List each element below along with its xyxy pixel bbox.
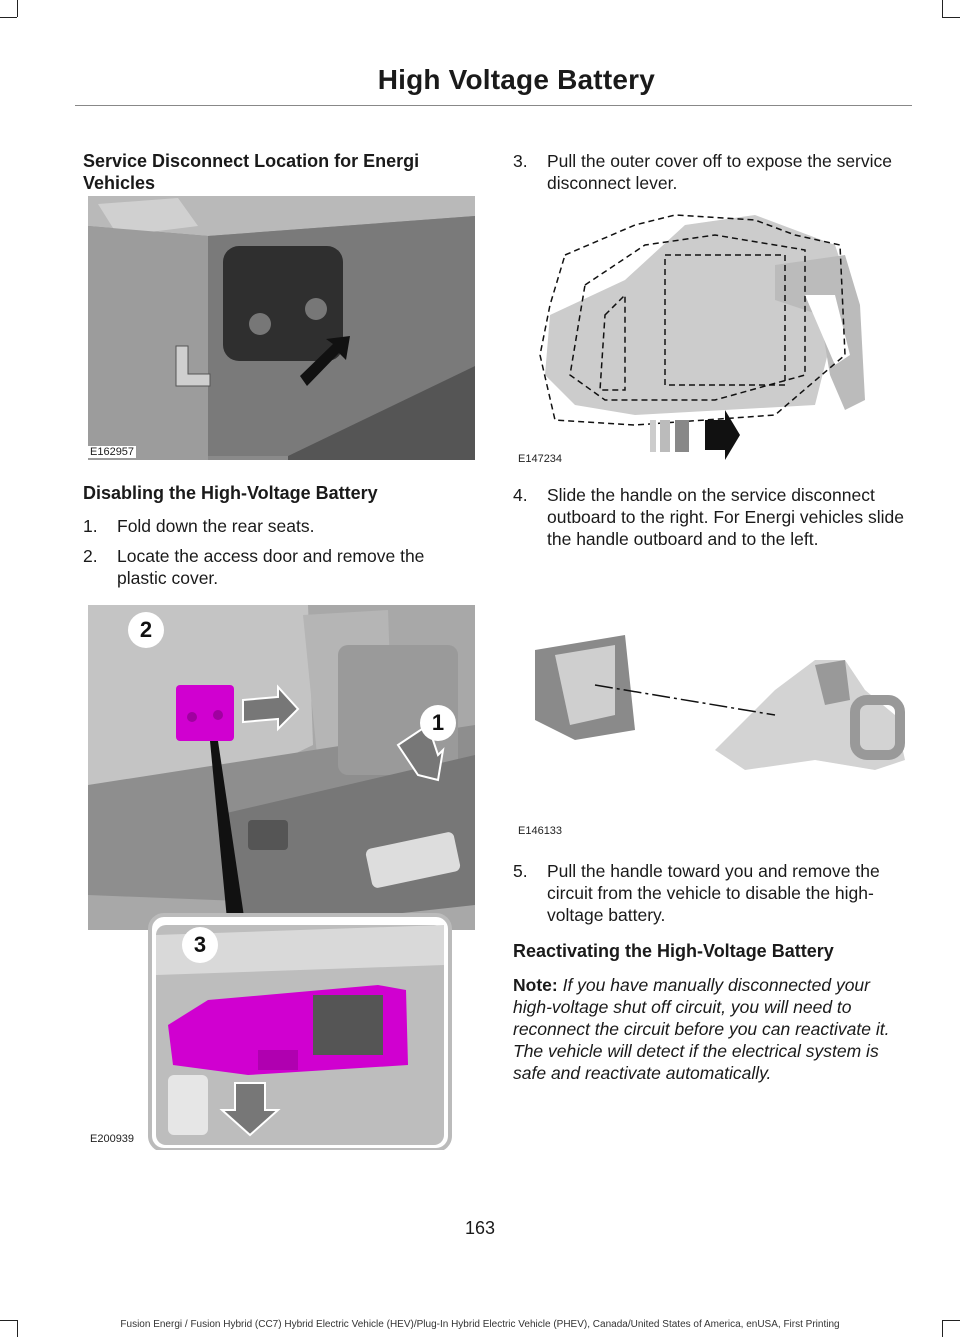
- list-item: 4.Slide the handle on the service discon…: [513, 485, 904, 549]
- page-title: High Voltage Battery: [377, 64, 655, 95]
- footer: Fusion Energi / Fusion Hybrid (CC7) Hybr…: [120, 1319, 840, 1330]
- list-item: 1.Fold down the rear seats.: [83, 516, 315, 536]
- note-label: Note:: [513, 975, 558, 995]
- figure-slide-handle: E146133: [515, 630, 905, 840]
- figure-access-door: 2 1 3 E200939: [88, 605, 475, 1150]
- figure-outer-cover: E147234: [515, 205, 902, 470]
- note-paragraph: Note: If you have manually disconnected …: [513, 974, 909, 1084]
- callout-2: 2: [128, 612, 164, 648]
- crop-mark: [17, 1320, 18, 1337]
- note-text: If you have manually disconnected your h…: [513, 975, 890, 1083]
- section-title-disabling: Disabling the High-Voltage Battery: [83, 483, 378, 503]
- page-number: 163: [464, 1218, 496, 1238]
- crop-mark: [942, 17, 960, 18]
- crop-mark: [942, 0, 943, 17]
- list-item: 2.Locate the access door and remove the …: [83, 546, 425, 588]
- crop-mark: [942, 1320, 943, 1337]
- section-title-service-disconnect: Service Disconnect Location for Energi V…: [83, 151, 420, 193]
- figure-service-disconnect-location: E162957: [88, 196, 475, 460]
- crop-mark: [0, 17, 17, 18]
- header-rule: [75, 105, 912, 106]
- crop-mark: [0, 1320, 17, 1321]
- figure-code: E162957: [88, 446, 137, 458]
- figure-code: E200939: [88, 1133, 137, 1145]
- callout-3: 3: [182, 927, 218, 963]
- list-item: 3.Pull the outer cover off to expose the…: [513, 151, 893, 193]
- callout-1: 1: [420, 705, 456, 741]
- figure-code: E147234: [518, 453, 563, 465]
- crop-mark: [942, 1320, 960, 1321]
- figure-code: E146133: [518, 825, 563, 837]
- crop-mark: [17, 0, 18, 17]
- section-title-reactivating: Reactivating the High-Voltage Battery: [513, 941, 834, 961]
- list-item: 5.Pull the handle toward you and remove …: [513, 861, 880, 925]
